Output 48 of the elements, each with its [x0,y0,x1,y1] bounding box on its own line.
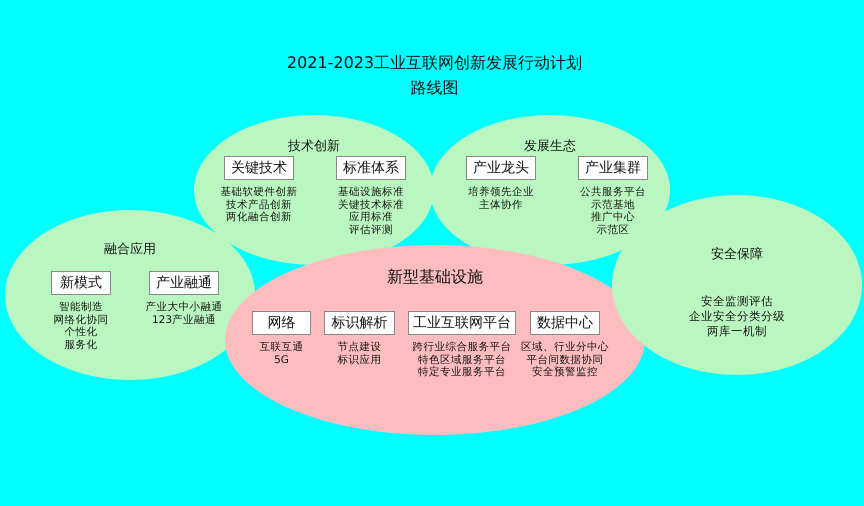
category-box: 工业互联网平台 [408,311,516,335]
item-text: 123产业融通 [152,314,216,326]
item-text: 5G [274,354,289,366]
region-heading: 新型基础设施 [386,267,484,288]
item-text: 示范基地 [591,198,635,211]
item-text: 应用标准 [349,211,393,224]
item-text: 技术产品创新 [226,198,292,211]
item-text: 推广中心 [591,211,635,224]
diagram-title: 2021-2023工业互联网创新发展行动计划路线图 [286,52,584,99]
item-text: 安全监测评估 [701,294,773,309]
item-text: 基础软硬件创新 [220,186,298,198]
category-box: 网络 [252,311,311,335]
item-text: 智能制造 [59,301,103,314]
category-box: 标准体系 [336,156,406,180]
item-text: 网络化协同 [54,314,108,326]
region-heading: 安全保障 [710,246,764,263]
region-heading: 发展生态 [523,138,577,155]
item-text: 基础设施标准 [338,186,404,198]
category-box: 产业融通 [149,271,219,295]
region-heading: 融合应用 [103,241,157,258]
item-text: 示范区 [596,224,630,236]
item-text: 企业安全分类分级 [689,309,785,324]
item-text: 服务化 [64,338,98,351]
item-text: 产业大中小融通 [146,301,222,314]
item-text: 安全预警监控 [532,366,598,378]
item-text: 两库一机制 [707,324,767,339]
item-text: 节点建设 [338,341,382,354]
item-text: 两化融合创新 [226,211,292,224]
item-text: 标识应用 [338,354,382,366]
region-heading: 技术创新 [287,138,341,155]
item-text: 评估评测 [349,224,393,236]
category-box: 关键技术 [224,156,294,180]
item-text: 平台间数据协同 [526,354,604,366]
category-box: 产业龙头 [466,156,536,180]
item-text: 培养领先企业 [468,186,534,198]
item-text: 区域、行业分中心 [521,341,609,354]
category-box: 新模式 [51,271,111,295]
item-text: 主体协作 [479,198,523,211]
item-text: 特定专业服务平台 [418,366,506,378]
item-text: 跨行业综合服务平台 [412,341,512,354]
category-box: 标识解析 [324,311,395,335]
category-box: 产业集群 [578,156,648,180]
category-box: 数据中心 [530,311,600,335]
item-text: 个性化 [64,326,98,338]
item-text: 特色区域服务平台 [418,354,506,366]
item-text: 关键技术标准 [338,198,404,211]
item-text: 互联互通 [260,341,304,354]
item-text: 公共服务平台 [580,186,646,198]
